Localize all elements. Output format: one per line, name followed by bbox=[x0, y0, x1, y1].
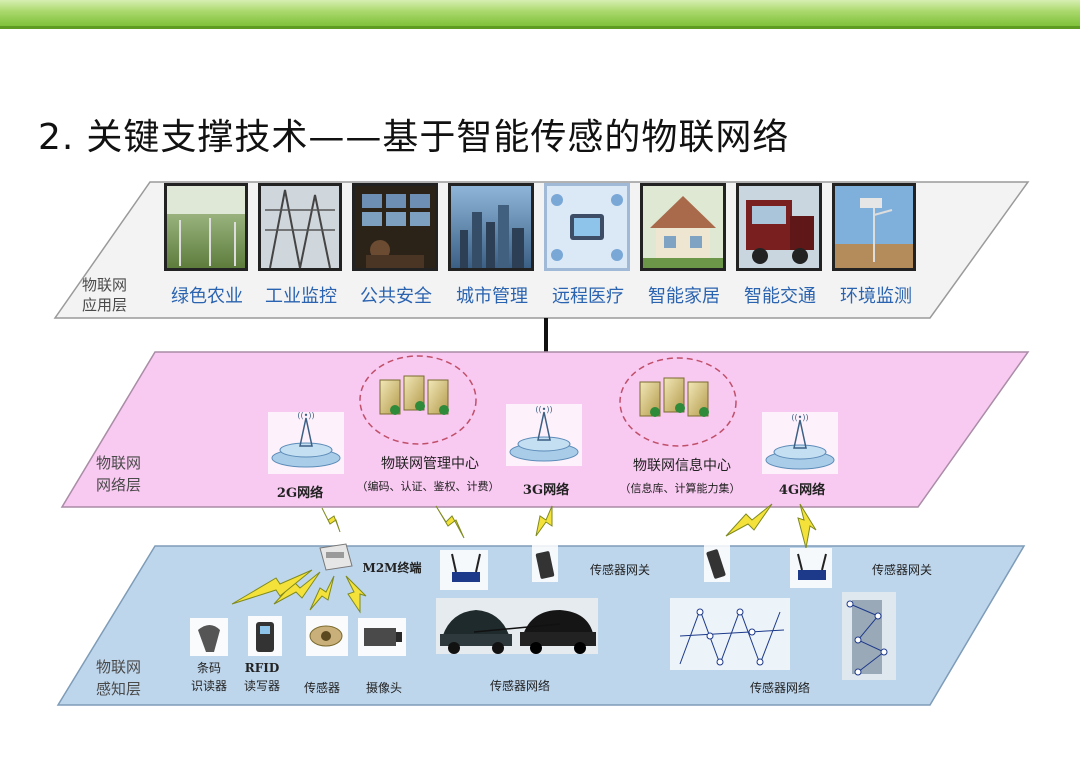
rfid-label-1: RFID bbox=[245, 661, 280, 675]
camera-icon bbox=[358, 618, 406, 656]
app-label-traffic: 智能交通 bbox=[744, 286, 816, 307]
svg-text:((•)): ((•)) bbox=[535, 405, 552, 414]
app-photo-city bbox=[448, 183, 534, 271]
wireless-links bbox=[231, 503, 817, 614]
sensor-net-label-1: 传感器网络 bbox=[490, 678, 550, 693]
mgmt-center-label: 物联网管理中心 bbox=[381, 456, 479, 472]
app-photo-traffic bbox=[736, 183, 822, 271]
app-label-smart-home: 智能家居 bbox=[648, 286, 720, 307]
rfid-reader-icon bbox=[248, 616, 282, 656]
gateway-handheld-2-icon bbox=[704, 544, 730, 582]
gateway-label-1: 传感器网关 bbox=[590, 562, 650, 577]
gateway-router-icon bbox=[440, 550, 488, 590]
tower-label-3g: 3G网络 bbox=[523, 482, 569, 498]
barcode-label-2: 识读器 bbox=[191, 679, 227, 693]
cell-tower-2g-icon: ((•)) bbox=[268, 411, 344, 474]
gateway-handheld-icon bbox=[532, 544, 558, 582]
app-photo-environment bbox=[832, 183, 916, 271]
sensor-device-label: 传感器 bbox=[304, 680, 340, 695]
info-center-sub: （信息库、计算能力集） bbox=[620, 481, 741, 495]
sensor-network-building bbox=[842, 592, 896, 680]
network-layer-label-2: 网络层 bbox=[96, 476, 141, 494]
application-layer-label-2: 应用层 bbox=[82, 296, 127, 314]
svg-text:((•)): ((•)) bbox=[791, 413, 808, 422]
app-label-public-safety: 公共安全 bbox=[360, 286, 432, 307]
network-layer-label-1: 物联网 bbox=[96, 454, 141, 472]
perception-layer-label-1: 物联网 bbox=[96, 658, 141, 676]
app-photo-industrial bbox=[258, 183, 342, 271]
sensor-device-icon bbox=[306, 616, 348, 656]
gateway-label-2: 传感器网关 bbox=[872, 562, 932, 577]
barcode-reader-icon bbox=[190, 618, 228, 656]
slide-top-banner bbox=[0, 0, 1080, 26]
app-label-telemedicine: 远程医疗 bbox=[552, 286, 624, 307]
cell-tower-3g-icon: ((•)) bbox=[506, 404, 582, 466]
app-label-environment: 环境监测 bbox=[840, 286, 912, 307]
vehicle-photo-2 bbox=[516, 598, 598, 654]
tower-label-4g: 4G网络 bbox=[779, 482, 825, 498]
cell-tower-4g-icon: ((•)) bbox=[762, 412, 838, 474]
info-center-boundary bbox=[619, 357, 737, 447]
app-label-city: 城市管理 bbox=[456, 286, 528, 307]
camera-label: 摄像头 bbox=[366, 680, 402, 695]
info-center-servers bbox=[639, 377, 709, 417]
sensor-net-label-2: 传感器网络 bbox=[750, 680, 810, 695]
app-label-agriculture: 绿色农业 bbox=[171, 286, 243, 307]
app-photo-public-safety bbox=[352, 183, 438, 271]
app-photo-smart-home bbox=[640, 183, 726, 271]
mgmt-center-sub: （编码、认证、鉴权、计费） bbox=[357, 479, 500, 493]
barcode-label-1: 条码 bbox=[197, 661, 221, 675]
mgmt-center-boundary bbox=[359, 355, 477, 445]
slide-title: 2. 关键支撑技术——基于智能传感的物联网络 bbox=[38, 108, 789, 160]
mgmt-center-servers bbox=[379, 375, 449, 415]
tower-label-2g: 2G网络 bbox=[277, 485, 323, 501]
svg-text:((•)): ((•)) bbox=[297, 411, 314, 420]
m2m-terminal-icon bbox=[319, 543, 353, 571]
app-photo-agriculture bbox=[164, 183, 248, 271]
perception-layer-label-2: 感知层 bbox=[96, 680, 141, 698]
sensor-network-bridge bbox=[670, 598, 790, 670]
rfid-label-2: 读写器 bbox=[244, 679, 280, 693]
app-photo-telemedicine bbox=[544, 183, 630, 271]
m2m-label: M2M终端 bbox=[363, 560, 422, 575]
vehicle-photo-1 bbox=[436, 598, 516, 654]
info-center-label: 物联网信息中心 bbox=[633, 457, 731, 474]
slide-top-rule bbox=[0, 26, 1080, 29]
application-layer-label-1: 物联网 bbox=[82, 276, 127, 294]
vehicle-link bbox=[473, 623, 561, 633]
slide-number: 2. bbox=[38, 117, 75, 158]
app-label-industrial: 工业监控 bbox=[265, 286, 337, 307]
slide-title-text: 关键支撑技术——基于智能传感的物联网络 bbox=[86, 117, 790, 158]
gateway-router-2-icon bbox=[790, 548, 832, 588]
